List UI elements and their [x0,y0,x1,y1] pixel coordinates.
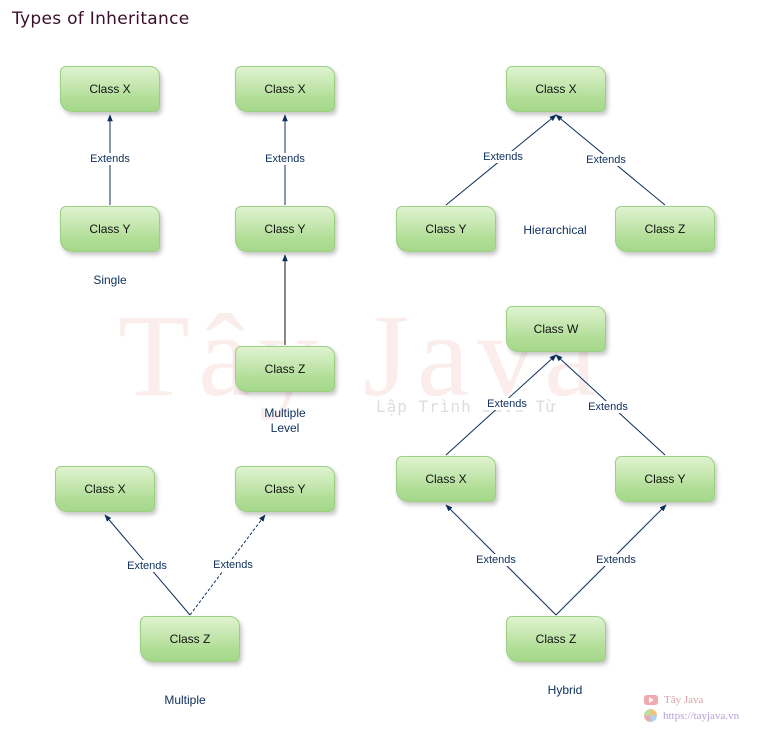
diagram-title: Types of Inheritance [12,9,190,29]
multiple-caption: Multiple [164,693,206,707]
branding-url-row[interactable]: https://tayjava.vn [644,709,739,722]
hybrid-extends-label-xw: Extends [485,398,529,410]
multiple-extends-label-left: Extends [125,560,169,572]
hier-class-y-node[interactable]: Class Y [396,206,496,252]
hybrid-extends-label-yw: Extends [586,401,630,413]
multiple-class-x-node[interactable]: Class X [55,466,155,512]
branding-url[interactable]: https://tayjava.vn [663,709,740,722]
hybrid-extends-label-zy: Extends [594,554,638,566]
hier-class-x-node[interactable]: Class X [506,66,606,112]
multilevel-caption-line1: Multiple [264,406,306,420]
single-extends-label: Extends [88,153,132,165]
branding-name-row: Tây Java [644,694,739,706]
hybrid-extends-label-zx: Extends [474,554,518,566]
hybrid-class-y-node[interactable]: Class Y [615,456,715,502]
branding-name: Tây Java [664,694,704,706]
single-class-x-node[interactable]: Class X [60,66,160,112]
single-caption: Single [93,273,127,287]
multilevel-caption: Multiple Level [264,406,305,436]
multiple-extends-label-right: Extends [211,559,255,571]
single-class-y-node[interactable]: Class Y [60,206,160,252]
multilevel-caption-line2: Level [270,421,300,435]
hier-extends-label-right: Extends [584,154,628,166]
hybrid-class-x-node[interactable]: Class X [396,456,496,502]
hybrid-caption: Hybrid [547,683,583,697]
hybrid-class-z-node[interactable]: Class Z [506,616,606,662]
hier-class-z-node[interactable]: Class Z [615,206,715,252]
youtube-icon [644,695,658,705]
hier-extends-label-left: Extends [481,151,525,163]
multiple-class-z-node[interactable]: Class Z [140,616,240,662]
globe-icon [644,709,657,722]
multilevel-extends-label: Extends [263,153,307,165]
multiple-class-y-node[interactable]: Class Y [235,466,335,512]
hybrid-class-w-node[interactable]: Class W [506,306,606,352]
multilevel-class-x-node[interactable]: Class X [235,66,335,112]
branding: Tây Java https://tayjava.vn [644,694,739,725]
multilevel-class-z-node[interactable]: Class Z [235,346,335,392]
hierarchical-caption: Hierarchical [523,223,587,237]
multilevel-class-y-node[interactable]: Class Y [235,206,335,252]
